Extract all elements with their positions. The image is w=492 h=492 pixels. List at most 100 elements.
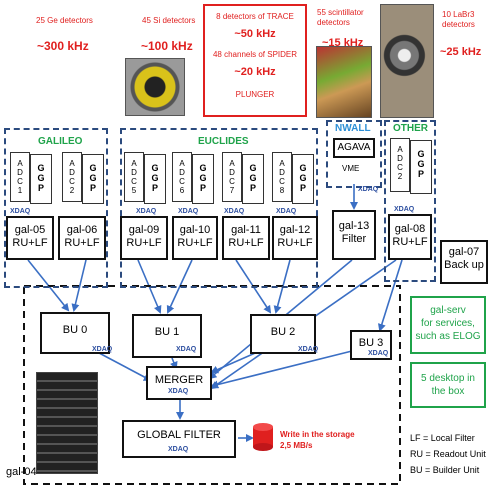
labr-rate: ~25 kHz [440, 46, 482, 58]
adc-label: ADC8 [279, 159, 285, 195]
arrow-bu3-merger [210, 349, 357, 389]
euclides-detector-label: 45 Si detectors [142, 16, 196, 25]
node-role: RU+LF [228, 237, 264, 249]
nwall-photo [316, 46, 372, 118]
node-gal-05: gal-05 RU+LF [6, 216, 54, 260]
desktop-box: 5 desktop in the box [410, 362, 486, 408]
ggp-label: GGP [199, 163, 207, 193]
node-role: Back up [444, 259, 484, 271]
node-gal-07: gal-07 Back up [440, 240, 488, 284]
node-role: RU+LF [64, 237, 100, 249]
labr-detector-label: 10 LaBr3 detectors [442, 10, 475, 29]
adc-card-other: ADC2 [390, 138, 410, 192]
node-name: gal-08 [394, 223, 426, 235]
ggp-label: GGP [89, 163, 97, 193]
trace-spider-box: 8 detectors of TRACE ~50 kHz 48 channels… [203, 4, 307, 117]
storage-rate: 2,5 MB/s [280, 441, 313, 450]
node-name: gal-13 [338, 220, 370, 232]
node-gal-09: gal-09 RU+LF [120, 216, 168, 260]
storage-label: Write in the storage [280, 430, 355, 439]
gal-serv-line3: such as ELOG [415, 331, 481, 342]
ggp-label: GGP [151, 163, 159, 193]
xdaq-label: XDAQ [168, 446, 189, 453]
spider-label: 48 channels of SPIDER [212, 50, 298, 59]
vme-label: VME [342, 164, 360, 173]
server-rack-photo [36, 372, 98, 474]
agava-box: AGAVA [333, 138, 375, 158]
arrow-gal06-bu0 [71, 259, 87, 312]
ggp-card-8: GGP [292, 154, 314, 204]
adc-label: ADC2 [397, 145, 403, 181]
bu-name: BU 2 [270, 326, 296, 338]
galileo-detector-label: 25 Ge detectors [36, 16, 93, 25]
gal07-border [440, 240, 488, 284]
node-name: gal-09 [128, 224, 160, 236]
builder-unit-2: BU 2 [250, 314, 316, 354]
galileo-group-title: GALILEO [38, 136, 83, 147]
global-filter-box: GLOBAL FILTER [122, 420, 236, 458]
other-group-title: OTHER [393, 123, 428, 134]
galileo-rate: ~300 kHz [37, 39, 89, 53]
xdaq-label: XDAQ [168, 388, 189, 395]
nwall-group [326, 120, 382, 188]
storage-cylinder-icon [253, 423, 273, 451]
ggp-card-7: GGP [242, 154, 264, 204]
arrow-gal08-bu3 [377, 259, 403, 332]
node-name: gal-11 [231, 224, 261, 236]
node-gal-12: gal-12 RU+LF [272, 216, 318, 260]
xdaq-label: XDAQ [224, 208, 245, 215]
legend: LF = Local Filter RU = Readout Unit BU =… [410, 430, 486, 478]
nwall-detector-label: 55 scintillator detectors [317, 8, 364, 27]
node-name: gal-07 [448, 246, 480, 258]
gal-serv-box: gal-serv for services, such as ELOG [410, 296, 486, 354]
agava-xdaq: XDAQ [358, 186, 379, 193]
adc-label: ADC6 [179, 159, 185, 195]
adc-card-1: ADC1 [10, 152, 30, 202]
builder-unit-3: BU 3 [350, 330, 392, 360]
node-gal-10: gal-10 RU+LF [172, 216, 218, 260]
ggp-card-2: GGP [82, 154, 104, 204]
adc-label: ADC1 [17, 159, 23, 195]
merger-name: MERGER [154, 374, 204, 386]
bu-name: BU 1 [154, 326, 180, 338]
merger-box: MERGER [146, 366, 212, 400]
node-gal-13: gal-13 Filter [332, 210, 376, 260]
xdaq-label: XDAQ [368, 350, 389, 357]
node-gal-08: gal-08 RU+LF [388, 214, 432, 260]
gal-serv-line2: for services, [421, 318, 475, 329]
euclides-photo [125, 58, 185, 116]
galileo-group [4, 128, 108, 288]
ggp-label: GGP [299, 163, 307, 193]
xdaq-label: XDAQ [176, 346, 197, 353]
euclides-rate: ~100 kHz [141, 39, 193, 53]
node-role: Filter [341, 233, 367, 245]
labr-photo [380, 4, 434, 118]
node-name: gal-05 [14, 224, 46, 236]
agava-label: AGAVA [337, 142, 371, 153]
xdaq-label: XDAQ [178, 208, 199, 215]
xdaq-label: XDAQ [276, 208, 297, 215]
node-role: RU+LF [177, 237, 213, 249]
adc-card-8: ADC8 [272, 152, 292, 202]
xdaq-label: XDAQ [394, 206, 415, 213]
ggp-label: GGP [37, 163, 45, 193]
xdaq-label: XDAQ [298, 346, 319, 353]
nwall-rate: ~15 kHz [322, 37, 364, 49]
spider-rate: ~20 kHz [234, 66, 276, 78]
gal-serv-title: gal-serv [430, 305, 466, 316]
node-gal-11: gal-11 RU+LF [222, 216, 270, 260]
adc-label: ADC7 [229, 159, 235, 195]
other-group [384, 120, 436, 282]
adc-label: ADC5 [131, 159, 137, 195]
trace-label: 8 detectors of TRACE [216, 12, 294, 21]
ggp-card-6: GGP [192, 154, 214, 204]
node-role: RU+LF [277, 237, 313, 249]
bu-name: BU 3 [358, 337, 384, 349]
bu-name: BU 0 [62, 324, 88, 336]
desktop-line2: the box [431, 386, 465, 397]
node-role: RU+LF [12, 237, 48, 249]
ggp-label: GGP [249, 163, 257, 193]
gal04-label: gal-04 [6, 466, 37, 478]
node-name: gal-06 [66, 224, 98, 236]
legend-lf: LF = Local Filter [410, 433, 475, 443]
